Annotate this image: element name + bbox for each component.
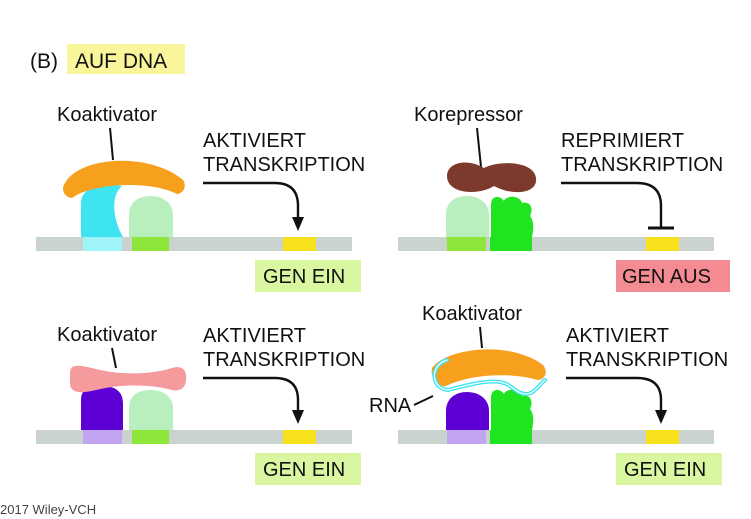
- corepressor-shape: [447, 162, 537, 193]
- activation-arrowhead: [655, 410, 667, 424]
- gene-state-box: [255, 453, 361, 485]
- binding-site: [490, 430, 532, 444]
- binding-site: [132, 237, 169, 251]
- panel-title: AUF DNA: [75, 50, 167, 73]
- repressor-protein: [446, 196, 489, 237]
- action-text-line2: TRANSKRIPTION: [566, 349, 728, 371]
- activation-arrowhead: [292, 217, 304, 231]
- binding-site: [447, 430, 486, 444]
- activator-protein: [81, 386, 123, 430]
- activator-protein: [491, 389, 534, 430]
- activator-protein: [129, 390, 173, 430]
- activator-protein: [81, 184, 123, 237]
- coactivator-shape: [63, 160, 185, 198]
- gene-state-label: GEN EIN: [263, 459, 345, 481]
- repressor-protein: [491, 196, 534, 237]
- rna-leader-line: [413, 395, 434, 406]
- activation-arrow: [566, 376, 663, 411]
- label-leader-line: [476, 127, 482, 168]
- cofactor-label: Koaktivator: [57, 104, 157, 126]
- rna-strand-highlight: [433, 359, 546, 395]
- label-leader-line: [479, 326, 483, 349]
- rna-label: RNA: [369, 395, 412, 417]
- activation-arrow: [203, 376, 300, 411]
- gene-site: [646, 430, 679, 444]
- binding-site: [490, 237, 532, 251]
- quadrant-bottom-right: Koaktivator RNA AKTIVIERT TRANSKRIPTION …: [369, 303, 728, 485]
- binding-site: [132, 430, 169, 444]
- activator-protein: [446, 392, 489, 430]
- panel-title-highlight: [67, 44, 185, 74]
- copyright-notice: 2017 Wiley-VCH: [0, 502, 96, 517]
- quadrant-top-left: Koaktivator AKTIVIERT TRANSKRIPTION GEN …: [36, 104, 365, 292]
- gene-state-box: [255, 260, 361, 292]
- gene-site: [283, 430, 316, 444]
- gene-state-box: [616, 453, 722, 485]
- quadrant-top-right: Korepressor REPRIMIERT TRANSKRIPTION GEN…: [398, 104, 730, 292]
- coactivator-shape: [431, 349, 546, 387]
- cofactor-label: Korepressor: [414, 104, 523, 126]
- activation-arrowhead: [292, 410, 304, 424]
- gene-site: [646, 237, 679, 251]
- coactivator-shape: [70, 365, 187, 393]
- quadrant-bottom-left: Koaktivator AKTIVIERT TRANSKRIPTION GEN …: [36, 324, 365, 485]
- binding-site: [83, 430, 122, 444]
- gene-state-label: GEN EIN: [624, 459, 706, 481]
- action-text-line2: TRANSKRIPTION: [203, 349, 365, 371]
- gene-state-label: GEN AUS: [622, 266, 711, 288]
- activator-protein: [129, 196, 173, 237]
- action-text-line1: REPRIMIERT: [561, 130, 684, 152]
- repression-line: [561, 181, 663, 227]
- cofactor-label: Koaktivator: [422, 303, 522, 325]
- activation-arrow: [203, 181, 300, 218]
- binding-site: [83, 237, 122, 251]
- action-text-line2: TRANSKRIPTION: [203, 154, 365, 176]
- panel-letter: (B): [30, 50, 58, 73]
- action-text-line1: AKTIVIERT: [203, 130, 306, 152]
- gene-state-label: GEN EIN: [263, 266, 345, 288]
- cofactor-label: Koaktivator: [57, 324, 157, 346]
- label-leader-line: [109, 127, 114, 161]
- action-text-line1: AKTIVIERT: [203, 325, 306, 347]
- label-leader-line: [111, 347, 117, 369]
- action-text-line2: TRANSKRIPTION: [561, 154, 723, 176]
- gene-state-box: [616, 260, 730, 292]
- gene-site: [283, 237, 316, 251]
- action-text-line1: AKTIVIERT: [566, 325, 669, 347]
- binding-site: [447, 237, 486, 251]
